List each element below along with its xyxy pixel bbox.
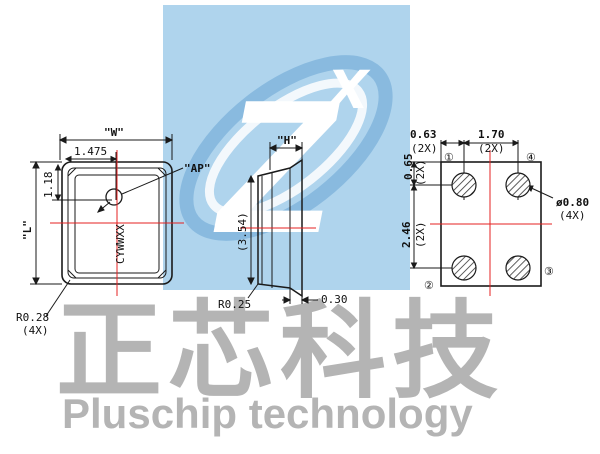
pad-count: (4X)	[559, 209, 586, 222]
pin-3-label: ③	[544, 265, 554, 278]
dim-0-65-count: (2X)	[414, 160, 427, 187]
logo-letter: Z	[213, 61, 340, 273]
pin-1-label: ①	[444, 151, 454, 164]
dim-0-30: 0.30	[321, 293, 348, 306]
radius-count: (4X)	[22, 324, 49, 337]
pad-4	[505, 172, 531, 198]
pad-diameter: ø0.80	[556, 196, 589, 209]
logo-superscript: x	[324, 44, 371, 124]
dim-0-63: 0.63	[410, 128, 437, 141]
dim-0-63-count: (2X)	[411, 142, 438, 155]
front-view	[30, 134, 184, 317]
logo-ring-inner	[204, 78, 368, 218]
dim-1-70: 1.70	[478, 128, 505, 141]
pad-3	[505, 255, 531, 281]
length-label: "L"	[21, 220, 34, 240]
width-label: "W"	[104, 126, 124, 139]
side-radius-label: R0.25	[218, 298, 251, 311]
package-marking: CYWWXX	[114, 224, 127, 264]
brand-chinese: 正芯科技	[56, 290, 504, 413]
dim-1-475: 1.475	[74, 145, 107, 158]
pad-1	[451, 172, 477, 198]
radius-label: R0.28	[16, 311, 49, 324]
dim-2-46-count: (2X)	[414, 222, 427, 249]
brand-english: Pluschip technology	[62, 390, 473, 437]
dim-1-70-count: (2X)	[478, 142, 505, 155]
side-view	[247, 142, 318, 304]
logo-ring	[179, 55, 393, 241]
dim-1-18: 1.18	[42, 172, 55, 199]
logo: Z x	[163, 5, 410, 290]
ap-label: "AP"	[184, 162, 211, 175]
front-centerlines	[50, 150, 184, 296]
height-label: "H"	[277, 134, 297, 147]
pin-4-label: ④	[526, 151, 536, 164]
pads	[451, 172, 531, 281]
pad-centerlines	[430, 150, 552, 296]
dim-3-54: (3.54)	[236, 212, 249, 252]
dim-0-65: 0.65	[402, 154, 415, 181]
dim-2-46: 2.46	[400, 221, 413, 248]
pin-2-label: ②	[424, 279, 434, 292]
pad-2	[451, 255, 477, 281]
acoustic-port	[105, 188, 123, 206]
